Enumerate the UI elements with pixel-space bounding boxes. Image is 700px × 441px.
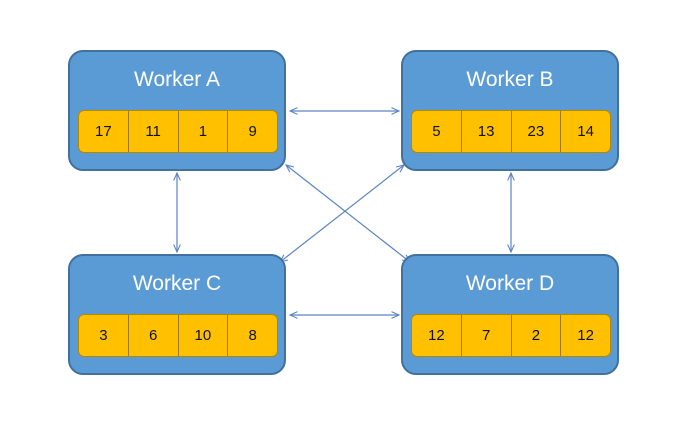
worker-a-title: Worker A: [134, 68, 220, 91]
value-cell: 23: [510, 111, 561, 152]
worker-a-values: 17 11 1 9: [78, 110, 278, 153]
value-cell: 1: [177, 111, 228, 152]
worker-c-title: Worker C: [132, 272, 222, 295]
worker-c-values: 3 6 10 8: [78, 314, 278, 357]
worker-d-title: Worker D: [465, 272, 555, 295]
value-cell: 9: [227, 111, 277, 152]
value-cell: 12: [560, 315, 610, 356]
value-cell: 6: [127, 315, 178, 356]
value-cell: 5: [432, 123, 441, 140]
value-cell: 8: [227, 315, 277, 356]
worker-d-node: Worker D 12 7 2 12: [401, 254, 619, 375]
worker-b-values: 5 13 23 14: [411, 110, 611, 153]
value-cell: 7: [460, 315, 511, 356]
value-cell: 14: [560, 111, 610, 152]
worker-b-title: Worker B: [466, 68, 554, 91]
worker-d-values: 12 7 2 12: [411, 314, 611, 357]
value-cell: 3: [99, 327, 108, 344]
worker-b-node: Worker B 5 13 23 14: [401, 50, 619, 171]
value-cell: 13: [460, 111, 511, 152]
value-cell: 12: [428, 327, 445, 344]
value-cell: 17: [95, 123, 112, 140]
arrow-b-c: [280, 165, 404, 262]
value-cell: 11: [127, 111, 178, 152]
value-cell: 2: [510, 315, 561, 356]
arrow-a-d: [286, 165, 410, 262]
worker-a-node: Worker A 17 11 1 9: [68, 50, 286, 171]
worker-c-node: Worker C 3 6 10 8: [68, 254, 286, 375]
value-cell: 10: [177, 315, 228, 356]
